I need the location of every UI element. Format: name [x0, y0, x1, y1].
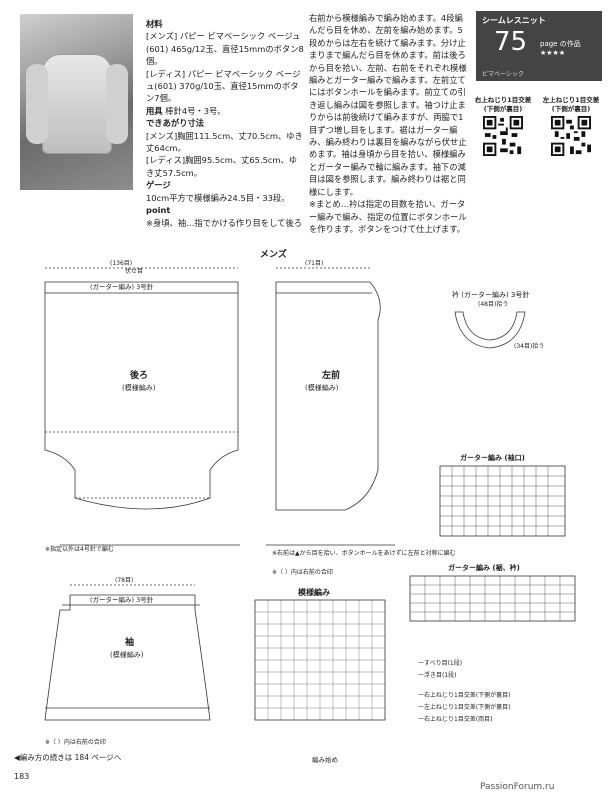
back-sub: (模様編み)	[122, 383, 156, 392]
page-ref-suffix: page の作品 ★★★★	[540, 40, 581, 57]
back-fuse: 伏せ目	[125, 267, 143, 275]
yarn-name: ビマベーシック	[482, 71, 524, 78]
back-width-top: (136目)	[110, 260, 132, 267]
page-number: 183	[14, 772, 30, 781]
note-sleeve: ※（ ）内は右前の合印	[45, 738, 106, 746]
tools-text: 棒針4号・3号。	[165, 105, 226, 116]
watermark: PassionForum.ru	[480, 782, 555, 792]
gauge-title: ゲージ	[146, 180, 171, 191]
collar-outline	[454, 311, 526, 349]
garter-chart-1-grid	[440, 466, 565, 536]
svg-text:ー左上ねじり1目交差(下側が裏目): ー左上ねじり1目交差(下側が裏目)	[418, 703, 511, 711]
tools-title: 用具	[146, 105, 163, 116]
product-photo	[20, 14, 133, 190]
sleeve-garter: (ガーター編み) 3号針	[90, 595, 154, 604]
mens-title: メンズ	[260, 248, 287, 260]
stitch-legend: ーすべり目(1段) ー浮き目(1段) ー右上ねじり1目交差(下側が裏目) ー左上…	[418, 659, 511, 723]
svg-text:ー右上ねじり1目交差(両目): ー右上ねじり1目交差(両目)	[418, 715, 493, 723]
size-mens: [メンズ]胸囲111.5cm、丈70.5cm、ゆき丈64cm。	[146, 130, 303, 154]
pattern-start: 編み始め	[312, 755, 338, 764]
qr-code-icon[interactable]	[483, 116, 523, 156]
sleeve-title: 袖	[124, 636, 134, 648]
qr-block-1[interactable]: 右上ねじり1目交差(下側が裏目)	[470, 96, 536, 160]
page-ref-number: 75	[494, 27, 528, 57]
left-front-title: 左前	[321, 369, 340, 381]
svg-text:ーすべり目(1段): ーすべり目(1段)	[418, 659, 462, 667]
pattern-chart-grid	[255, 600, 385, 720]
series-name: シームレスニット	[482, 16, 546, 25]
left-front-width-top: (71目)	[305, 260, 323, 267]
materials-title: 材料	[146, 19, 163, 29]
materials-column: 材料 [メンズ] パピー ビマベーシック ベージュ(601) 465g/12玉、…	[146, 18, 304, 229]
collar-sub: (34目)拾う	[514, 342, 544, 350]
note-front-2: ※（ ）内は右前の合印	[272, 568, 333, 576]
method-text-2: ※まとめ…衿は指定の目数を拾い、ガーター編みで編み、指定の位置にボタンホールを作…	[309, 199, 467, 234]
size-ladies: [レディス]胸囲95.5cm、丈65.5cm、ゆき丈57.5cm。	[146, 155, 298, 178]
collar-stitches: (48目)拾う	[478, 300, 508, 308]
pattern-title: 模様編み	[298, 587, 330, 597]
method-text: 右前から模様編みで編み始めます。4段編んだら目を休め、左前を編み始めます。5段め…	[309, 13, 467, 197]
series-badge: シームレスニット 75 page の作品 ★★★★ ビマベーシック	[476, 11, 602, 81]
back-title: 後ろ	[130, 369, 148, 381]
size-title: できあがり寸法	[146, 118, 205, 129]
back-panel-outline	[44, 281, 239, 510]
sleeve-sub: (模様編み)	[110, 650, 144, 659]
qr-block-2[interactable]: 左上ねじり1目交差(下側が裏目)	[538, 96, 604, 160]
gauge-text: 10cm平方で模様編み24.5目・33段。	[146, 192, 290, 203]
garter-chart-2-title: ガーター編み (裾、衿)	[448, 563, 520, 572]
svg-text:ー浮き目(1段): ー浮き目(1段)	[418, 671, 457, 679]
continue-note: ◀編み方の続きは 184 ページへ	[14, 753, 122, 762]
point-title: point	[146, 205, 171, 216]
left-front-sub: (模様編み)	[305, 383, 339, 392]
knitting-diagram: メンズ (136目) 伏せ目 (ガーター編み) 3号針 後ろ (模様編み) (7…	[44, 248, 576, 764]
point-text: ※身頃、袖…指でかける作り目をして後ろ	[146, 217, 303, 228]
qr-code-icon[interactable]	[551, 116, 591, 156]
garter-chart-2-grid	[410, 576, 575, 621]
garter-chart-1-title: ガーター編み (袖口)	[460, 453, 525, 462]
note-back: ※指定以外は4号針で編む	[45, 545, 114, 553]
left-front-outline	[275, 281, 381, 511]
collar-title: 衿 (ガーター編み) 3号針	[452, 290, 529, 299]
qr-label-1: 右上ねじり1目交差(下側が裏目)	[474, 96, 532, 113]
sleeve-outline	[44, 594, 211, 721]
sweater-image	[42, 54, 112, 154]
svg-text:ー右上ねじり1目交差(下側が裏目): ー右上ねじり1目交差(下側が裏目)	[418, 691, 511, 699]
sleeve-width-top: (78目)	[115, 577, 133, 584]
materials-ladies: [レディス] パピー ビマベーシック ベージュ(601) 370g/10玉、直径…	[146, 68, 301, 104]
qr-label-2: 左上ねじり1目交差(下側が裏目)	[542, 96, 600, 113]
back-garter: (ガーター編み) 3号針	[90, 282, 154, 291]
note-front: ※右前は▲から目を拾い、ボタンホールをあけずに左前と対称に編む	[272, 549, 456, 557]
materials-mens: [メンズ] パピー ビマベーシック ベージュ(601) 465g/12玉、直径1…	[146, 31, 304, 67]
method-column: 右前から模様編みで編み始めます。4段編んだら目を休め、左前を編み始めます。5段め…	[309, 12, 467, 235]
